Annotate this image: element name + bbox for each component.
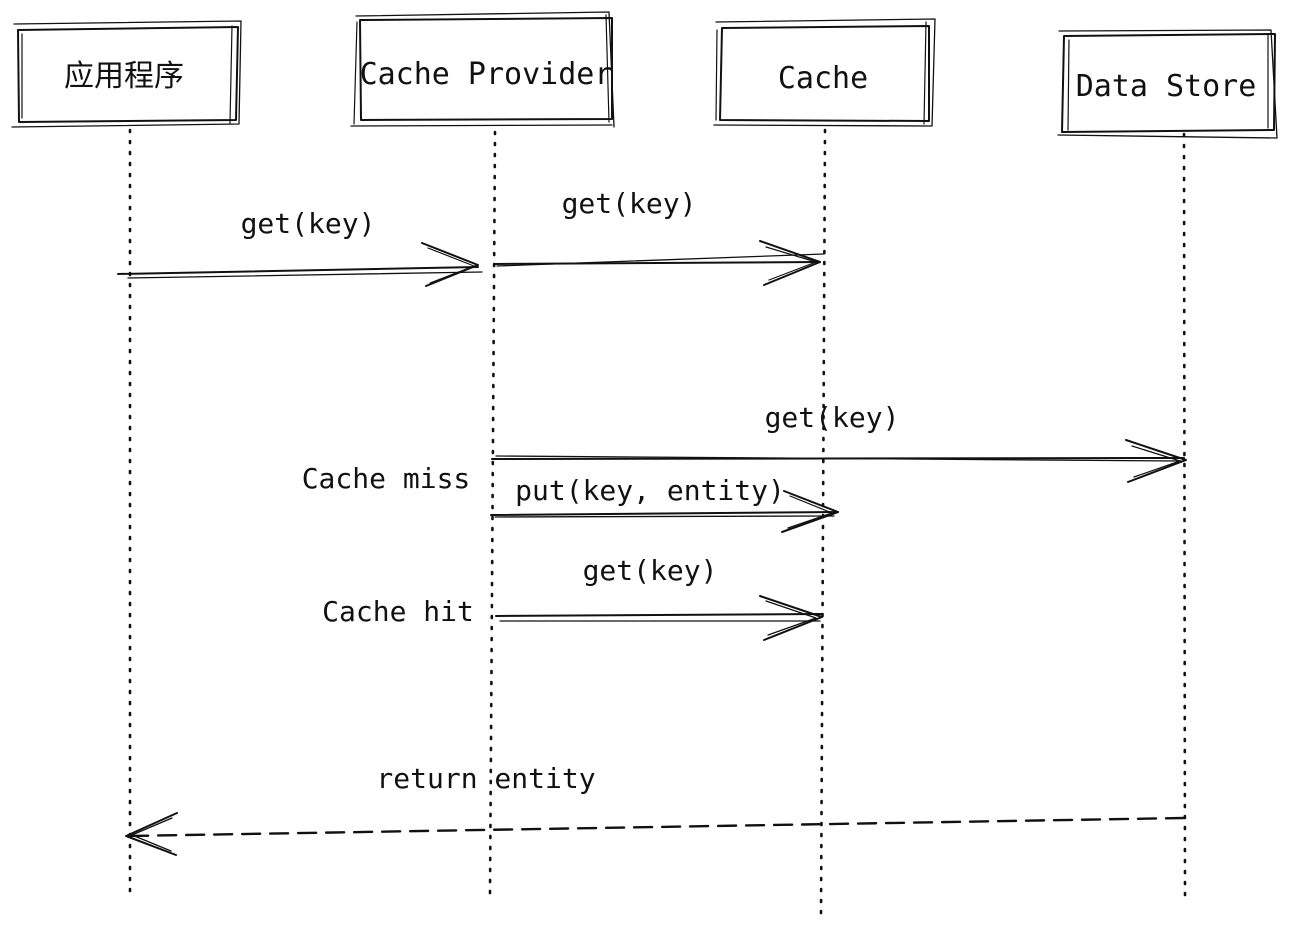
message-label-get-key-3: get(key) [765,401,900,434]
participant-label-provider: Cache Provider [360,57,613,92]
note-cache-miss: Cache miss [302,462,471,495]
participant-store: Data Store [1057,29,1278,139]
message-label-put-key-entity: put(key, entity) [515,474,785,507]
lifelines [128,128,1187,916]
message-put-key-entity: put(key, entity) [490,474,839,533]
message-label-get-key-2: get(key) [562,187,697,220]
return-dashed-line [126,816,1186,838]
lifeline-cache [819,128,827,916]
message-label-get-key-1: get(key) [241,207,376,240]
participant-label-cache: Cache [778,61,868,96]
message-get-key-3: get(key) [491,401,1187,483]
message-label-return-entity: return entity [376,762,595,795]
message-return-entity: return entity [125,762,1186,856]
message-get-key-1: get(key) [117,207,483,287]
participant-provider: Cache Provider [350,11,615,128]
message-get-key-2: get(key) [493,187,825,286]
participant-label-app: 应用程序 [64,59,184,94]
message-get-key-4: get(key) [495,554,823,641]
participant-app: 应用程序 [11,20,242,128]
message-label-get-key-4: get(key) [583,554,718,587]
participant-label-store: Data Store [1076,69,1257,104]
lifeline-store [1182,132,1187,897]
note-cache-hit: Cache hit [322,595,474,628]
participant-cache: Cache [713,18,936,127]
